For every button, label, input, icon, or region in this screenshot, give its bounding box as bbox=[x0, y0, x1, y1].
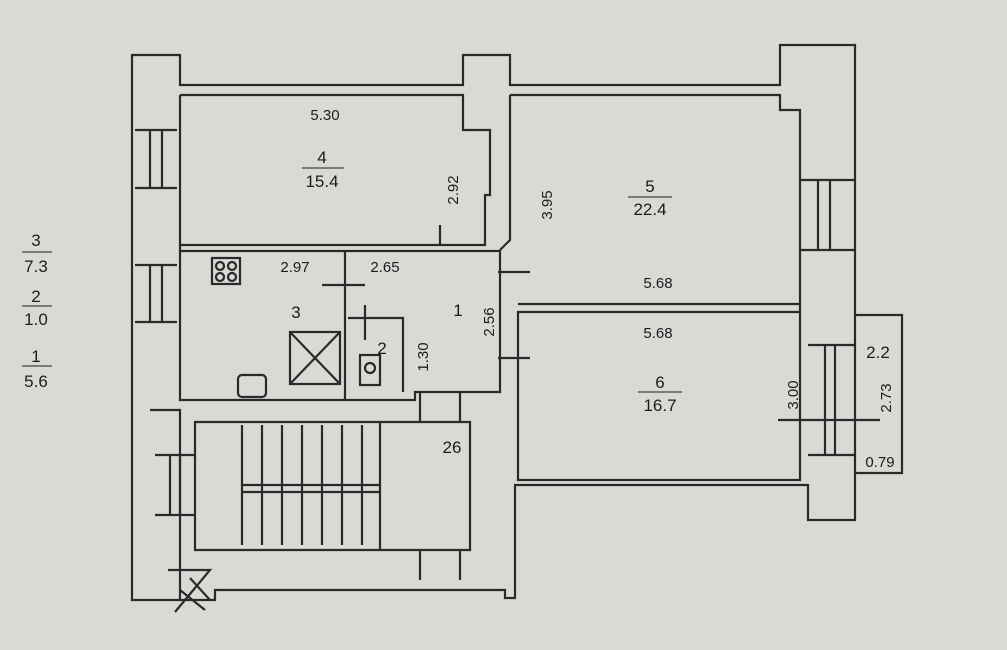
room4-width: 5.30 bbox=[310, 107, 339, 124]
room1-width: 2.65 bbox=[370, 259, 399, 276]
stove-burners-icon bbox=[214, 260, 238, 283]
room2-number: 2 bbox=[377, 339, 386, 358]
shower-icon bbox=[288, 330, 342, 386]
svg-text:1.0: 1.0 bbox=[24, 310, 48, 329]
toilet-icon bbox=[358, 353, 382, 387]
stair-number: 26 bbox=[443, 438, 462, 457]
room2-depth: 1.30 bbox=[415, 342, 432, 371]
svg-text:7.3: 7.3 bbox=[24, 257, 48, 276]
svg-text:3: 3 bbox=[31, 231, 40, 250]
room6-area: 16.7 bbox=[643, 396, 676, 415]
room6-depth: 3.00 bbox=[785, 380, 802, 409]
svg-text:5.6: 5.6 bbox=[24, 372, 48, 391]
room6-number: 6 bbox=[655, 373, 664, 392]
room6-width: 5.68 bbox=[643, 325, 672, 342]
room5-area: 22.4 bbox=[633, 200, 666, 219]
room1-depth: 2.56 bbox=[481, 307, 498, 336]
balcony-length: 2.73 bbox=[878, 383, 895, 412]
sink-icon bbox=[236, 373, 268, 399]
balcony-depth: 0.79 bbox=[865, 454, 894, 471]
room4-number: 4 bbox=[317, 148, 326, 167]
room5-number: 5 bbox=[645, 177, 654, 196]
room3-number: 3 bbox=[291, 303, 300, 322]
room4-depth: 2.92 bbox=[445, 175, 462, 204]
stove-icon bbox=[210, 256, 242, 286]
svg-text:1: 1 bbox=[31, 347, 40, 366]
svg-text:2: 2 bbox=[31, 287, 40, 306]
room3-width: 2.97 bbox=[280, 259, 309, 276]
walls bbox=[130, 43, 904, 613]
room5-width: 5.68 bbox=[643, 275, 672, 292]
room1-number: 1 bbox=[453, 301, 462, 320]
room4-area: 15.4 bbox=[305, 172, 338, 191]
room5-depth: 3.95 bbox=[539, 190, 556, 219]
balcony-area: 2.2 bbox=[866, 343, 890, 362]
area-legend: 3 7.3 2 1.0 1 5.6 bbox=[22, 231, 52, 391]
